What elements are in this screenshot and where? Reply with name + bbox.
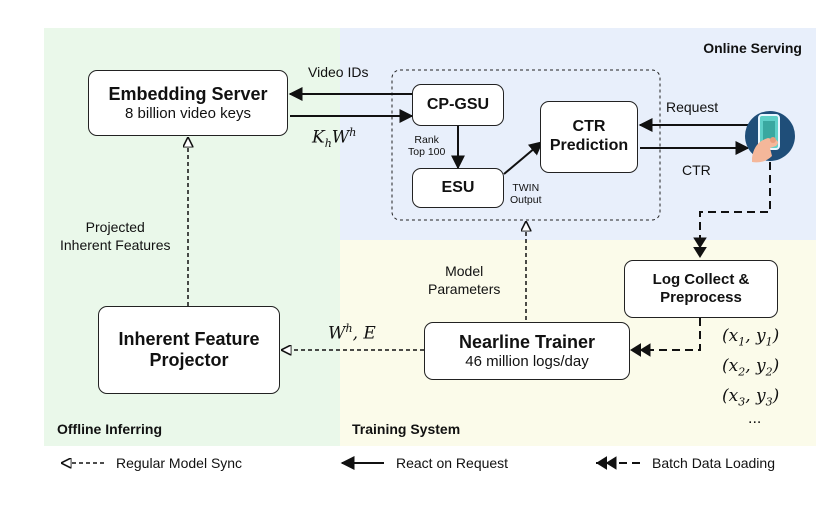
esu-title: ESU	[441, 178, 475, 196]
sample-3: (x3, y3)	[722, 386, 780, 409]
output-label: Output	[510, 194, 542, 207]
edge-twin-output	[503, 141, 544, 175]
inherent-features-label: Inherent Features	[60, 237, 171, 254]
cp-gsu-title: CP-GSU	[426, 95, 490, 113]
twin-label: TWIN	[512, 182, 540, 194]
top100-label: Top 100	[408, 146, 446, 159]
nearline-trainer-box: Nearline Trainer 46 million logs/day	[424, 322, 630, 380]
projected-label: Projected	[85, 219, 145, 235]
model-label: Model	[445, 263, 484, 279]
model-parameters-label: Model Parameters	[428, 262, 500, 298]
twin-output-label: TWIN Output	[510, 182, 542, 206]
embedding-server-subtitle: 8 billion video keys	[125, 104, 251, 122]
legend-batch-data-loading-label: Batch Data Loading	[652, 455, 775, 471]
projector-title-line1: Inherent Feature	[118, 328, 260, 349]
video-ids-label: Video IDs	[308, 64, 369, 80]
wh-e-label: Wh, E	[328, 322, 376, 344]
nearline-trainer-subtitle: 46 million logs/day	[465, 352, 589, 370]
parameters-label: Parameters	[428, 281, 501, 298]
legend-react-on-request-label: React on Request	[396, 455, 509, 471]
sample-2: (x2, y2)	[722, 356, 780, 379]
request-label: Request	[666, 99, 719, 115]
edge-logs-to-collector	[693, 162, 771, 258]
ctr-prediction-title-line1: CTR	[572, 118, 606, 136]
online-model-container	[391, 69, 661, 221]
dashed-double-arrow-icon	[596, 456, 640, 470]
projected-features-label: Projected Inherent Features	[60, 218, 171, 254]
sample-1: (x1, y1)	[722, 326, 780, 349]
offline-inferring-label: Offline Inferring	[57, 421, 162, 437]
projector-title-line2: Projector	[149, 350, 229, 370]
log-collect-title-line2: Preprocess	[660, 289, 742, 306]
edge-samples-to-trainer	[630, 318, 701, 357]
rank-label: Rank	[414, 134, 439, 146]
ctr-prediction-title-line2: Prediction	[549, 137, 629, 154]
embedding-server-title: Embedding Server	[108, 83, 268, 104]
legend-batch-data-loading: Batch Data Loading	[588, 455, 775, 471]
esu-box: ESU	[412, 168, 504, 208]
nearline-trainer-title: Nearline Trainer	[458, 331, 596, 352]
sample-ellipsis: ...	[748, 410, 762, 427]
ctr-prediction-box: CTR Prediction	[540, 101, 638, 173]
training-system-label: Training System	[352, 421, 461, 437]
kh-wh-label: KhWh	[312, 126, 357, 151]
embedding-server-box: Embedding Server 8 billion video keys	[88, 70, 288, 136]
legend-react-on-request: React on Request	[336, 455, 508, 471]
dashed-open-arrow-icon	[56, 456, 104, 470]
legend-regular-model-sync-label: Regular Model Sync	[116, 455, 243, 471]
solid-arrow-icon	[340, 456, 384, 470]
legend-regular-model-sync: Regular Model Sync	[56, 455, 242, 471]
rank-top100-label: Rank Top 100	[408, 134, 445, 158]
inherent-feature-projector-box: Inherent Feature Projector	[98, 306, 280, 394]
phone-touch-icon	[745, 111, 795, 163]
online-serving-label: Online Serving	[703, 40, 802, 56]
log-collect-title-line1: Log Collect &	[652, 271, 750, 289]
log-collect-box: Log Collect & Preprocess	[624, 260, 778, 318]
ctr-label: CTR	[682, 162, 711, 178]
cp-gsu-box: CP-GSU	[412, 84, 504, 126]
